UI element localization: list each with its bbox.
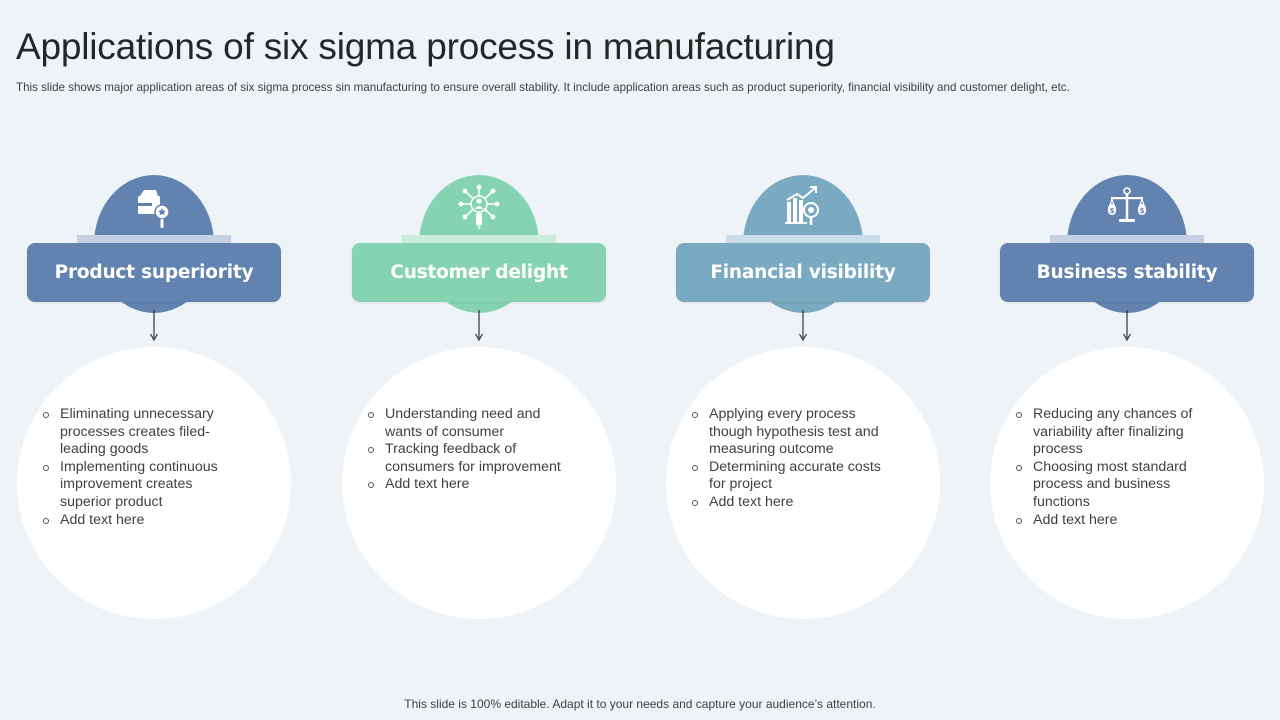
down-arrow-icon bbox=[798, 310, 808, 342]
card-heading: Business stability bbox=[1000, 243, 1254, 302]
product-quality-icon bbox=[124, 182, 184, 232]
card-heading: Product superiority bbox=[27, 243, 281, 302]
card-heading: Financial visibility bbox=[676, 243, 930, 302]
list-item: Eliminating unnecessary processes create… bbox=[42, 406, 242, 459]
card-bullet-list: Understanding need and wants of consumer… bbox=[367, 406, 567, 494]
card-heading: Customer delight bbox=[352, 243, 606, 302]
card-content-circle bbox=[342, 347, 616, 619]
card-business-stability: $ $ Business stability Reducing any chan… bbox=[977, 170, 1277, 630]
down-arrow-icon bbox=[474, 310, 484, 342]
svg-text:$: $ bbox=[1110, 207, 1115, 215]
list-item: Applying every process though hypothesis… bbox=[691, 406, 891, 459]
card-financial-visibility: Financial visibility Applying every proc… bbox=[653, 170, 953, 630]
page-title: Applications of six sigma process in man… bbox=[16, 26, 835, 67]
list-item: Add text here bbox=[42, 512, 242, 530]
list-item: Choosing most standard process and busin… bbox=[1015, 459, 1215, 512]
card-product-superiority: Product superiority Eliminating unnecess… bbox=[4, 170, 304, 630]
list-item: Tracking feedback of consumers for impro… bbox=[367, 441, 567, 476]
list-item: Add text here bbox=[1015, 512, 1215, 530]
down-arrow-icon bbox=[1122, 310, 1132, 342]
card-content-circle bbox=[666, 347, 940, 619]
page-subtitle: This slide shows major application areas… bbox=[16, 81, 1070, 94]
list-item: Add text here bbox=[691, 494, 891, 512]
list-item: Understanding need and wants of consumer bbox=[367, 406, 567, 441]
svg-text:$: $ bbox=[1140, 207, 1145, 215]
customer-network-icon bbox=[449, 182, 509, 232]
list-item: Implementing continuous improvement crea… bbox=[42, 459, 242, 512]
card-content-circle bbox=[17, 347, 291, 619]
list-item: Reducing any chances of variability afte… bbox=[1015, 406, 1215, 459]
page-footer: This slide is 100% editable. Adapt it to… bbox=[404, 697, 876, 711]
card-bullet-list: Reducing any chances of variability afte… bbox=[1015, 406, 1215, 529]
card-customer-delight: Customer delight Understanding need and … bbox=[329, 170, 629, 630]
financial-growth-icon bbox=[773, 182, 833, 232]
card-bullet-list: Applying every process though hypothesis… bbox=[691, 406, 891, 512]
down-arrow-icon bbox=[149, 310, 159, 342]
balance-scale-icon: $ $ bbox=[1097, 182, 1157, 232]
list-item: Determining accurate costs for project bbox=[691, 459, 891, 494]
list-item: Add text here bbox=[367, 476, 567, 494]
card-bullet-list: Eliminating unnecessary processes create… bbox=[42, 406, 242, 529]
card-content-circle bbox=[990, 347, 1264, 619]
